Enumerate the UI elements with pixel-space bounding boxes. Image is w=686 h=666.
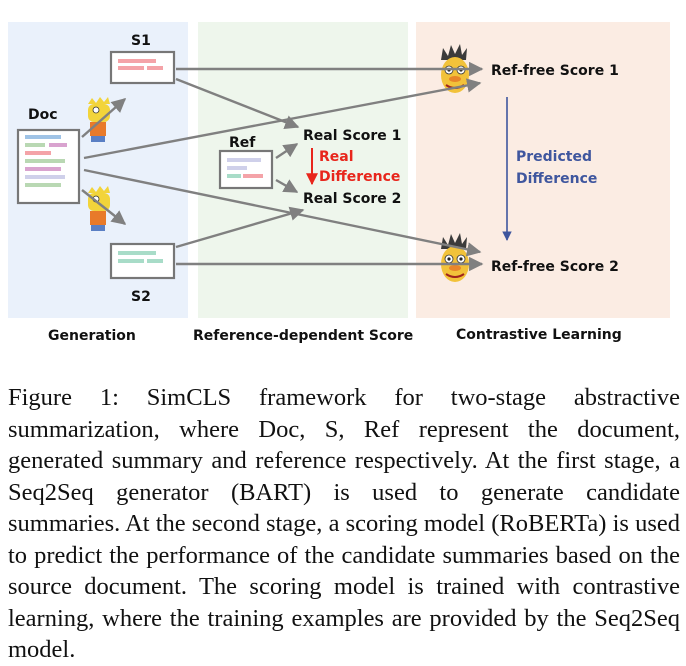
arrow-doc-to-ref-free-2 — [83, 168, 482, 257]
arrow-doc-to-s1 — [81, 98, 127, 138]
s1-summary-icon — [109, 50, 176, 85]
real-score-1: Real Score 1 — [303, 128, 401, 144]
s1-label: S1 — [131, 33, 151, 49]
ref-document-icon — [218, 149, 274, 190]
real-difference-label-line2: Difference — [319, 169, 400, 185]
arrow-s1-to-real-score-1 — [175, 77, 300, 129]
arrow-doc-to-s2 — [81, 189, 127, 225]
arrow-ref-to-real-score-1 — [275, 143, 299, 159]
arrow-s2-to-real-score-2 — [175, 206, 305, 249]
arrow-ref-to-real-score-2 — [275, 178, 299, 194]
ref-label: Ref — [229, 135, 256, 151]
reference-dependent-panel-label: Reference-dependent Score — [193, 328, 413, 344]
arrow-doc-to-ref-free-1 — [83, 78, 482, 160]
flow-arrows — [81, 61, 484, 272]
contrastive-learning-panel-label: Contrastive Learning — [456, 327, 622, 343]
s2-label: S2 — [131, 289, 151, 305]
simcls-framework-diagram: Doc S1 S2 Ref — [8, 22, 670, 344]
real-score-2: Real Score 2 — [303, 191, 401, 207]
generation-panel-label: Generation — [48, 328, 136, 344]
figure-caption: Figure 1: SimCLS framework for two-stage… — [8, 384, 680, 663]
predicted-difference-label-line1: Predicted — [516, 149, 592, 165]
real-difference-label-line1: Real — [319, 149, 354, 165]
doc-label: Doc — [28, 107, 58, 123]
s2-summary-icon — [109, 242, 176, 280]
ref-free-score-2: Ref-free Score 2 — [491, 259, 619, 275]
doc-document-icon — [16, 128, 81, 205]
predicted-difference-label-line2: Difference — [516, 171, 597, 187]
ref-free-score-1: Ref-free Score 1 — [491, 63, 619, 79]
